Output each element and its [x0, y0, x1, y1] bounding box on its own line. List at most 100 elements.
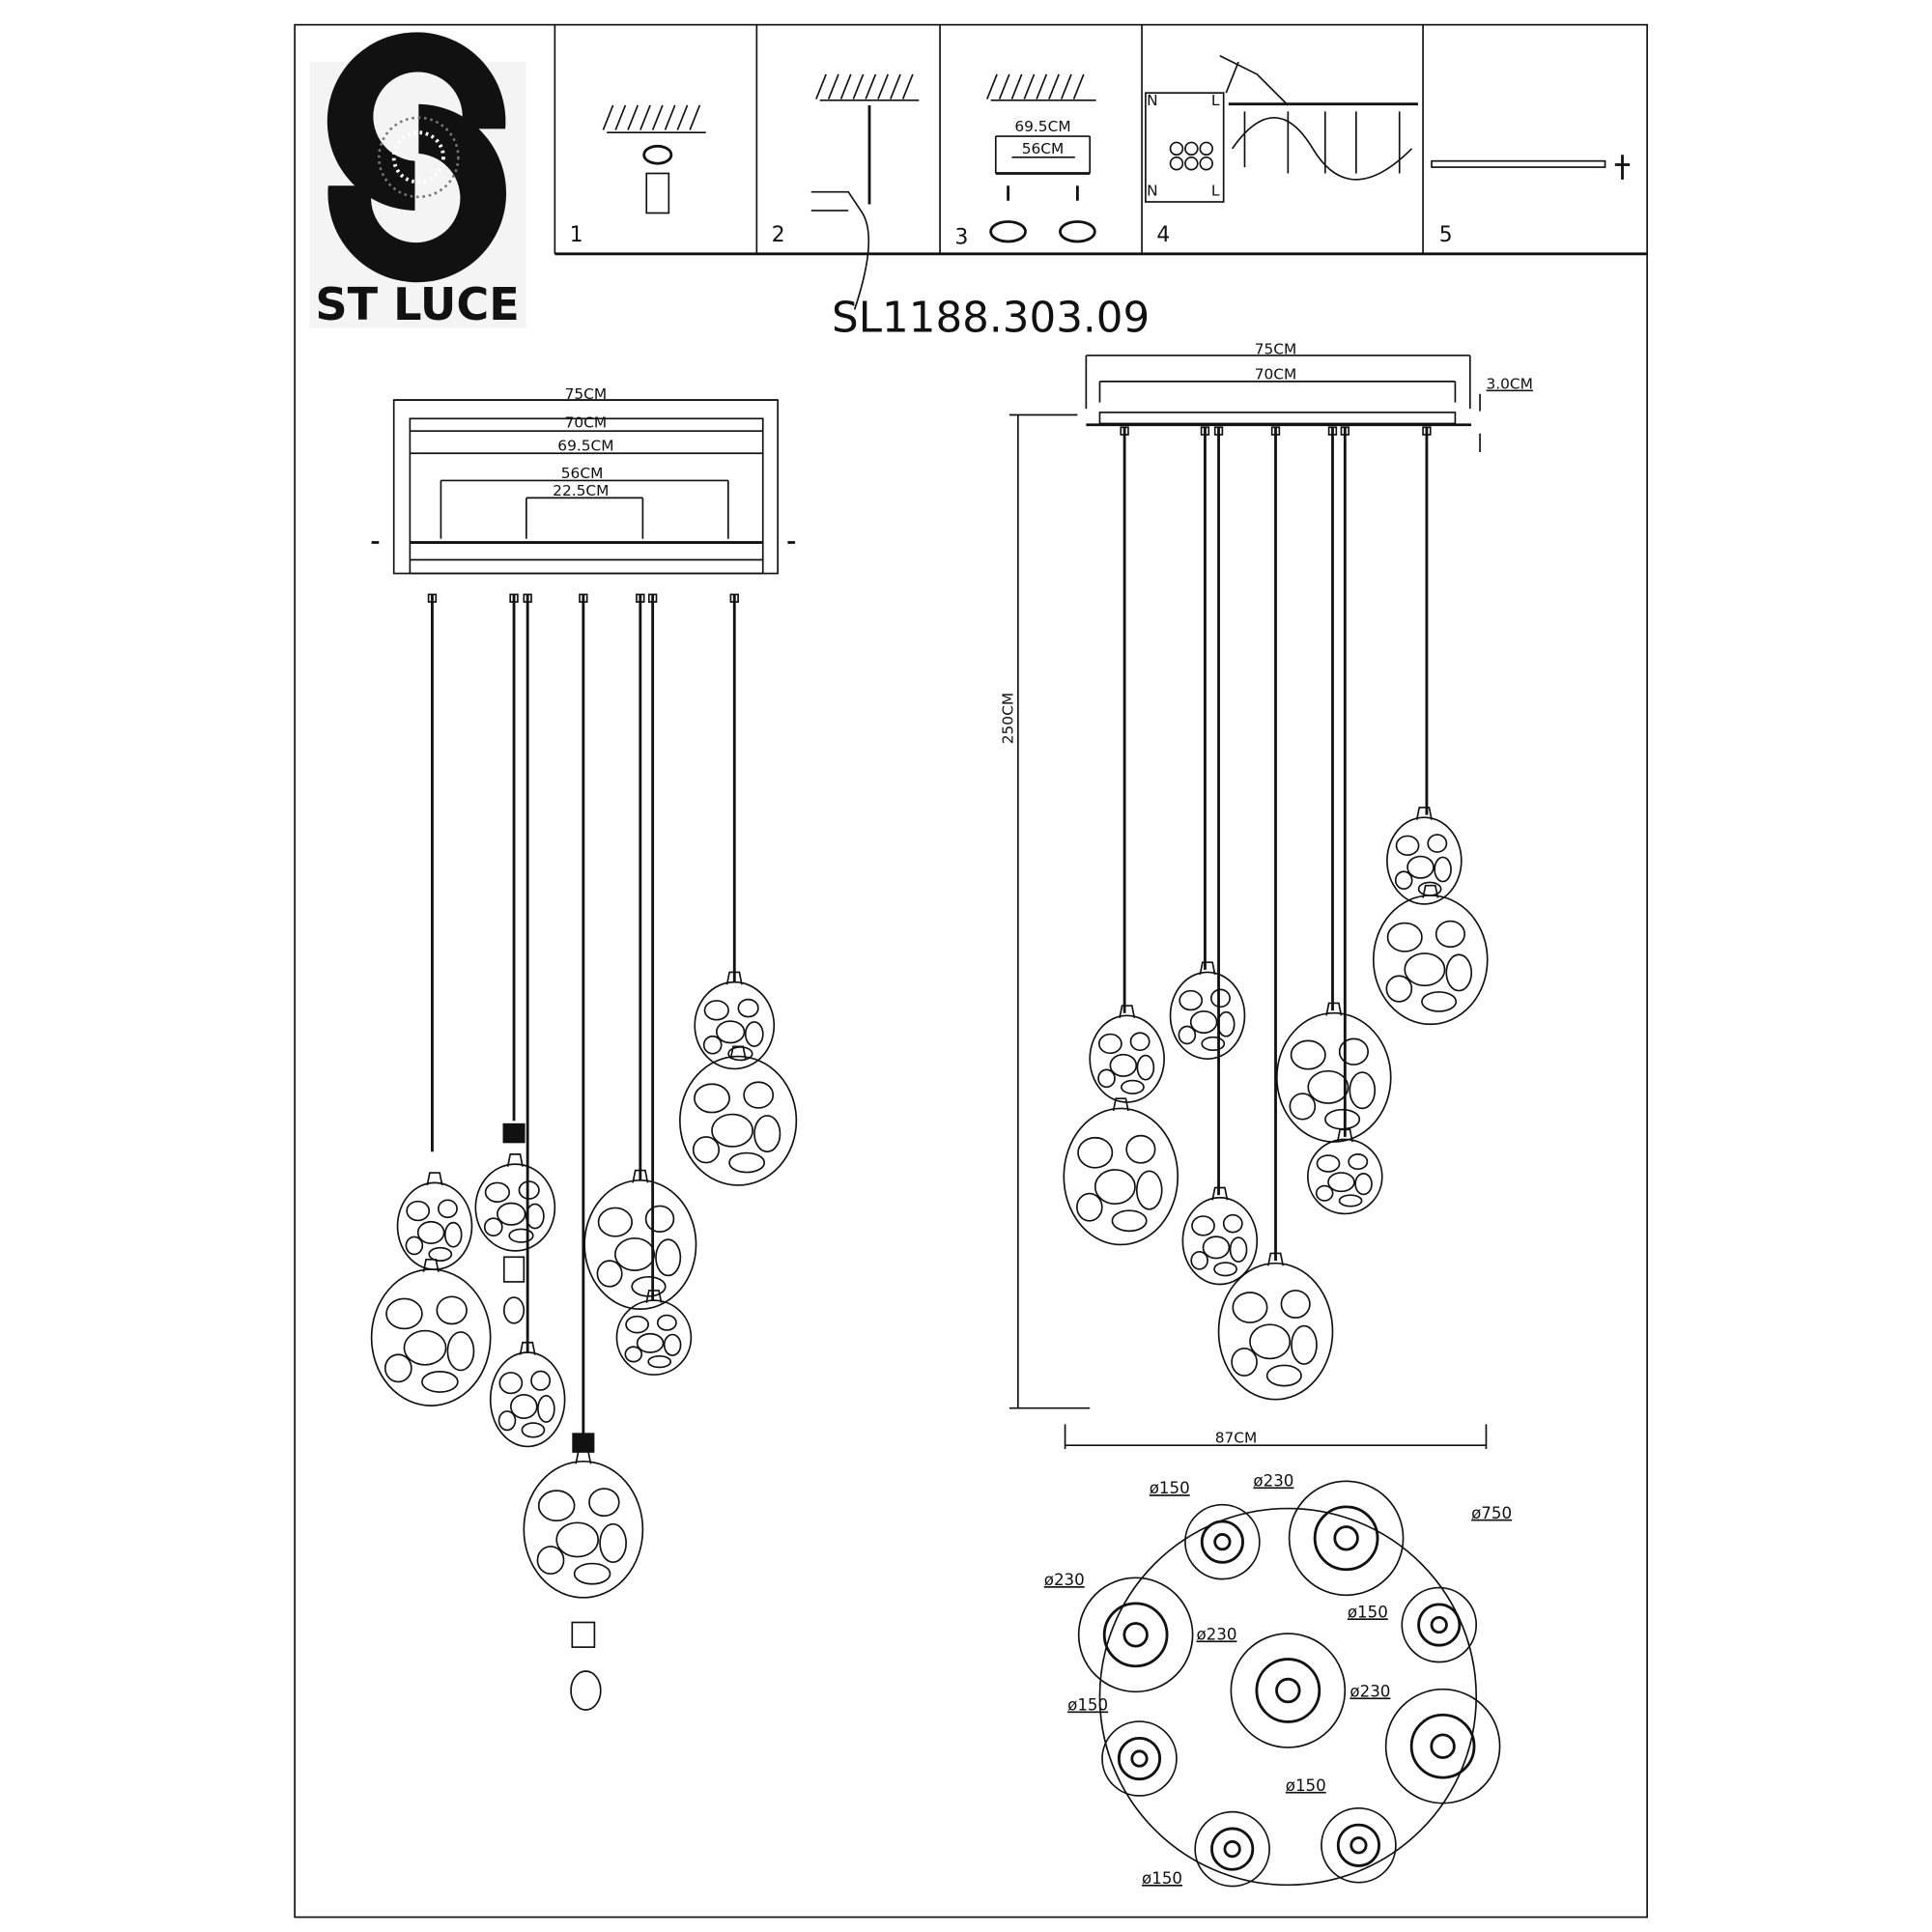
bulb-icon: [502, 1296, 526, 1324]
shade-cap: [632, 1169, 649, 1183]
svg-text:22.5CM: 22.5CM: [553, 482, 609, 499]
shade-hole: [1189, 1009, 1218, 1035]
shade-hole: [525, 1203, 545, 1230]
shade-hole: [1404, 952, 1446, 987]
shade-hole: [537, 1490, 576, 1522]
shade-hole: [1216, 1010, 1236, 1037]
shade-hole: [421, 1371, 459, 1393]
socket-icon: [502, 1122, 526, 1144]
shade-top: [1401, 1586, 1478, 1663]
shade-hole: [1289, 1093, 1317, 1121]
shade-cap: [645, 1290, 663, 1303]
shade-hole: [655, 1238, 682, 1277]
step-2: 2: [772, 73, 920, 310]
glass-shade: [1386, 816, 1463, 905]
svg-text:N: N: [1147, 183, 1158, 200]
shade-hole: [711, 1113, 753, 1148]
shade-hole: [656, 1314, 677, 1331]
svg-text:87CM: 87CM: [1215, 1430, 1258, 1447]
shade-hole: [1213, 1262, 1237, 1277]
shade-hole: [1135, 1170, 1163, 1210]
shade-hole: [530, 1370, 552, 1391]
glass-shade: [615, 1299, 693, 1376]
diameter-label: ø150: [1150, 1479, 1190, 1497]
svg-text:L: L: [1211, 92, 1220, 109]
glass-shade: [694, 980, 776, 1070]
shade-cap: [426, 1172, 443, 1186]
shade-hole: [1094, 1169, 1136, 1205]
shade-hole: [508, 1228, 534, 1243]
shade-cap: [1211, 1186, 1229, 1201]
step-1: 1: [570, 104, 706, 247]
diameter-label: ø230: [1253, 1471, 1293, 1490]
shade-hole: [1338, 1194, 1363, 1208]
shade-cap: [1325, 1002, 1343, 1016]
shade-hole: [405, 1236, 424, 1256]
shade-hole: [1249, 1323, 1292, 1360]
shade-hole: [497, 1410, 517, 1432]
svg-text:4: 4: [1156, 223, 1170, 247]
shade-hole: [647, 1355, 672, 1369]
brand-name: ST LUCE: [315, 278, 519, 330]
shade-hole: [1109, 1053, 1138, 1077]
glass-shade: [474, 1163, 556, 1252]
cable-grip: [647, 593, 658, 603]
rotate-icon: [989, 220, 1027, 243]
svg-text:1: 1: [570, 223, 583, 247]
shade-cap: [1199, 961, 1216, 976]
shade-cap: [1422, 884, 1439, 898]
shade-hole: [518, 1180, 540, 1200]
shade-hole: [1316, 1154, 1341, 1173]
socket-sleeve-icon: [502, 1256, 526, 1283]
step-4: N L N L 4: [1145, 54, 1418, 247]
shade-hole: [438, 1199, 458, 1219]
svg-text:70CM: 70CM: [1255, 365, 1297, 383]
cable-grip: [509, 593, 519, 603]
shade-hole: [385, 1297, 423, 1330]
shade-hole: [1077, 1136, 1114, 1169]
shade-hole: [1349, 1071, 1377, 1110]
shade-hole: [625, 1315, 649, 1334]
svg-text:L: L: [1211, 183, 1220, 200]
drill-icon: [810, 190, 870, 310]
shade-hole: [1232, 1292, 1268, 1323]
shade-hole: [484, 1181, 511, 1203]
front-view: 75CM 70CM 69.5CM 56CM 22.5CM: [370, 385, 798, 1711]
shade-hole: [715, 1020, 746, 1044]
shade-hole: [1394, 870, 1413, 891]
shade-hole: [1315, 1184, 1334, 1202]
shade-hole: [728, 1151, 766, 1174]
shade-top: [1194, 1810, 1270, 1888]
shade-hole: [1265, 1364, 1302, 1387]
shade-hole: [1191, 1215, 1215, 1236]
glass-shade: [1169, 971, 1246, 1060]
shade-hole: [1210, 988, 1231, 1009]
svg-text:3.0CM: 3.0CM: [1486, 376, 1532, 393]
socket-icon: [572, 1433, 595, 1453]
diameter-label: ø750: [1471, 1504, 1512, 1522]
shade-hole: [483, 1217, 503, 1237]
shade-hole: [1291, 1324, 1318, 1365]
shade-hole: [1129, 1032, 1151, 1052]
svg-text:2: 2: [772, 223, 785, 247]
shade-cap: [1336, 1128, 1353, 1143]
diameter-label: ø230: [1196, 1625, 1236, 1643]
side-view: 75CM 70CM 3.0CM 250CM 87CM: [1000, 341, 1533, 1450]
shade-top: [1288, 1480, 1405, 1597]
shade-hole: [1111, 1209, 1148, 1233]
shade-top: [1230, 1633, 1347, 1748]
shade-hole: [1097, 1033, 1122, 1055]
shade-hole: [1385, 975, 1413, 1003]
glass-shade: [1372, 895, 1489, 1026]
shade-top: [1184, 1503, 1261, 1580]
cable-grip: [1213, 426, 1224, 436]
shade-hole: [1121, 1079, 1145, 1094]
shade-cap: [519, 1341, 536, 1355]
rotate-icon: [1059, 220, 1096, 243]
brand-logo: ST LUCE: [309, 32, 526, 330]
glass-shade: [1063, 1107, 1179, 1246]
shade-rim: [1210, 1827, 1255, 1871]
shade-socket: [1333, 1525, 1359, 1551]
shade-rim: [1117, 1736, 1162, 1781]
shade-hole: [743, 1081, 775, 1109]
